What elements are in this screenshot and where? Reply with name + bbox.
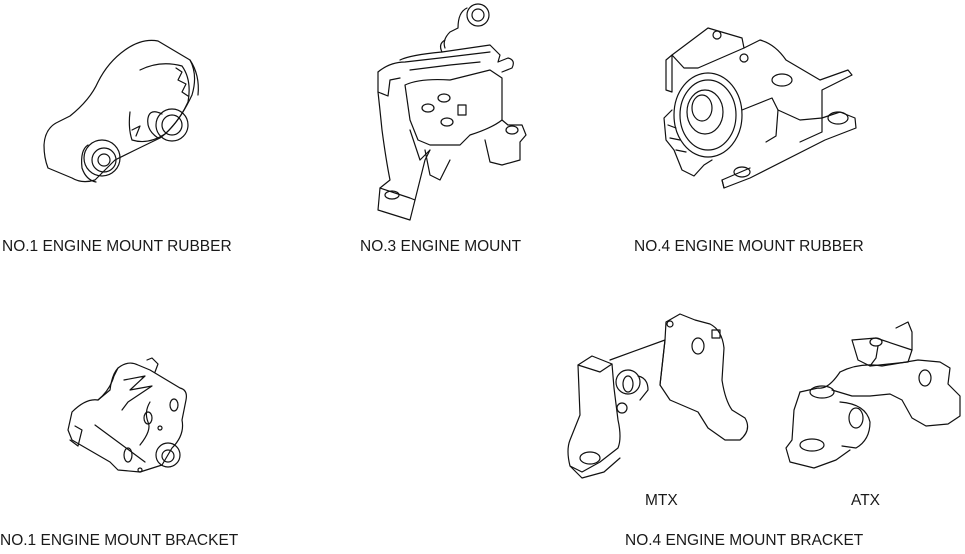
no1-engine-mount-bracket-label: NO.1 ENGINE MOUNT BRACKET [0,532,239,549]
no4-engine-mount-rubber-drawing [663,27,857,189]
no4-engine-mount-rubber: NO.4 ENGINE MOUNT RUBBER [600,0,965,270]
no4-engine-mount-bracket: MTX ATX NO.4 ENGINE MOUNT BRACKET [540,300,965,554]
no1-engine-mount-bracket-drawing [67,357,187,473]
no1-engine-mount-rubber-drawing [43,39,199,183]
no4-engine-mount-bracket-atx-label: ATX [851,492,880,509]
no4-engine-mount-bracket-label: NO.4 ENGINE MOUNT BRACKET [625,532,864,549]
no3-engine-mount-label: NO.3 ENGINE MOUNT [360,238,522,255]
no4-engine-mount-bracket-mtx-label: MTX [645,492,678,509]
no1-engine-mount-rubber-label: NO.1 ENGINE MOUNT RUBBER [2,238,232,255]
no1-engine-mount-rubber: NO.1 ENGINE MOUNT RUBBER [0,0,330,270]
no3-engine-mount: NO.3 ENGINE MOUNT [330,0,590,270]
no3-engine-mount-drawing [377,3,527,221]
no4-engine-mount-bracket-mtx-drawing [567,313,749,479]
no4-engine-mount-rubber-label: NO.4 ENGINE MOUNT RUBBER [634,238,864,255]
no4-engine-mount-bracket-atx-drawing [785,321,961,469]
no1-engine-mount-bracket: NO.1 ENGINE MOUNT BRACKET [0,300,330,554]
